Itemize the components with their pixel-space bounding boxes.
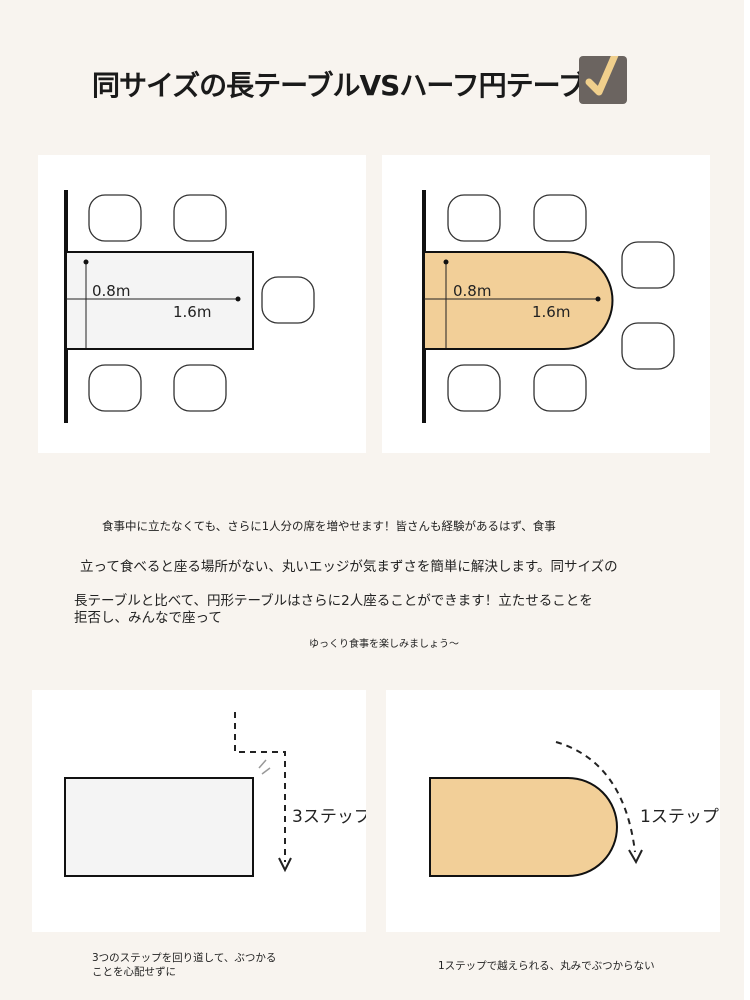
half-round-table-seating-diagram: 0.8m 1.6m [422, 190, 675, 423]
length-label: 1.6m [532, 303, 570, 321]
chair [173, 194, 227, 242]
arrow-head-icon [628, 849, 643, 865]
caption-left: 3つのステップを回り道して、ぶつかる ことを心配せずに [92, 951, 276, 979]
paragraph-line: ゆっくり食事を楽しみましょう～ [309, 639, 459, 650]
rect-table [64, 777, 254, 877]
bump-mark-icon [258, 759, 271, 775]
rect-table-path-diagram: 3ステップ [64, 712, 366, 877]
three-step-path [234, 712, 286, 862]
half-round-table-path-panel: 1ステップ [386, 690, 720, 932]
right-edge-strip [744, 0, 750, 1000]
caption-left-line2: ことを心配せずに [92, 966, 176, 978]
caption-right: 1ステップで越えられる、丸みでぶつからない [438, 960, 655, 972]
paragraph-line: 拒否し、みんなで座って [74, 610, 222, 626]
half-round-table [429, 777, 618, 877]
width-label: 0.8m [453, 282, 491, 300]
chair [261, 276, 315, 324]
rect-table-seating-panel: 0.8m 1.6m [38, 155, 366, 453]
chair [621, 322, 675, 370]
step-label: 1ステップ [640, 807, 719, 827]
half-round-table-seating-panel: 0.8m 1.6m [382, 155, 710, 453]
half-round-table-path-diagram: 1ステップ [429, 741, 719, 877]
chair [447, 364, 501, 412]
length-label: 1.6m [173, 303, 211, 321]
width-label: 0.8m [92, 282, 130, 300]
chair [621, 241, 675, 289]
chair [88, 364, 142, 412]
chair [88, 194, 142, 242]
chair [447, 194, 501, 242]
step-label: 3ステップ [292, 807, 366, 827]
paragraph-line: 長テーブルと比べて、円形テーブルはさらに2人座ることができます！立たせることを [74, 593, 593, 609]
paragraph-line: 立って食べると座る場所がない、丸いエッジが気まずさを簡単に解決します。同サイズの [80, 559, 618, 575]
chair [533, 194, 587, 242]
rect-table [65, 251, 254, 350]
chair [533, 364, 587, 412]
one-step-path [555, 741, 636, 853]
arrow-head-icon [278, 857, 292, 873]
caption-left-line1: 3つのステップを回り道して、ぶつかる [92, 952, 277, 964]
rect-table-path-panel: 3ステップ [32, 690, 366, 932]
rect-table-seating-diagram: 0.8m 1.6m [64, 190, 315, 423]
paragraph-line: 食事中に立たなくても、さらに1人分の席を増やせます！皆さんも経験があるはず、食事 [102, 519, 556, 533]
check-icon [579, 56, 627, 104]
page-title: 同サイズの長テーブルVSハーフ円テーブル [92, 69, 613, 102]
chair [173, 364, 227, 412]
half-round-table [423, 251, 614, 350]
